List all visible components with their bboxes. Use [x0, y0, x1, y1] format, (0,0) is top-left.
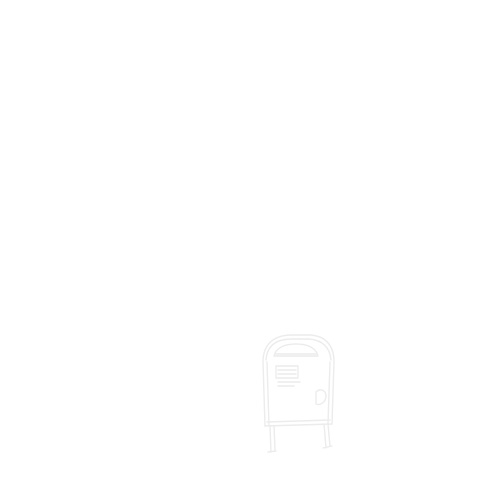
mailbox-icon	[254, 330, 344, 456]
